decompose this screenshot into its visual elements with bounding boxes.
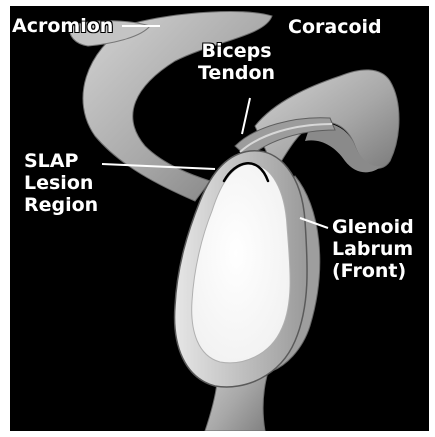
label-acromion: Acromion: [12, 15, 113, 37]
label-coracoid: Coracoid: [288, 16, 382, 38]
label-glenoid-labrum: Glenoid Labrum (Front): [332, 216, 414, 282]
label-biceps-tendon: Biceps Tendon: [198, 40, 275, 84]
diagram-panel: Acromion Coracoid Biceps Tendon SLAP Les…: [10, 6, 429, 431]
biceps-leader: [242, 98, 250, 134]
label-slap-lesion: SLAP Lesion Region: [24, 150, 98, 216]
